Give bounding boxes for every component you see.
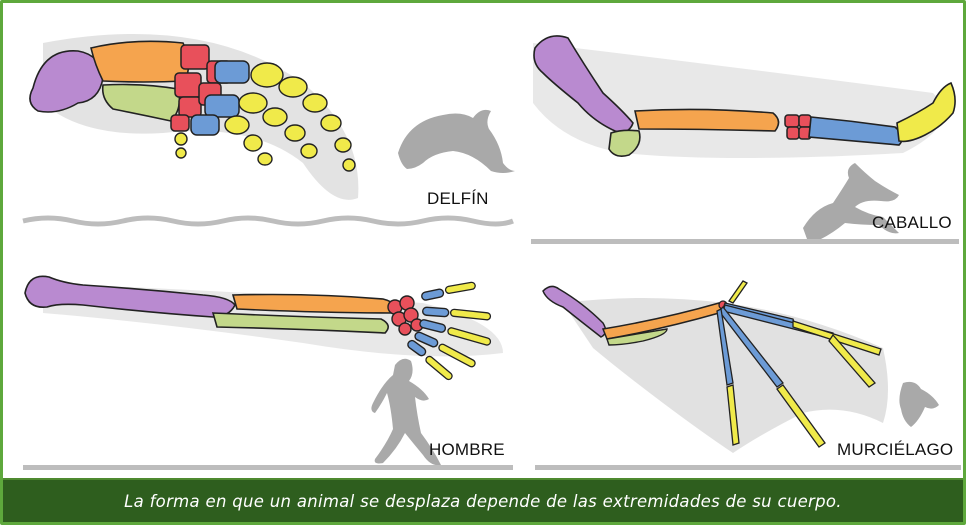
limb-comparison-illustration [3, 3, 963, 480]
human-ground-line [23, 465, 513, 470]
bat-ground-line [535, 465, 961, 470]
horse-carpals [785, 115, 811, 139]
wave-line [23, 218, 513, 224]
human-label: HOMBRE [429, 440, 505, 460]
dolphin-label: DELFÍN [427, 189, 489, 209]
caption-text: La forma en que un animal se desplaza de… [124, 492, 842, 511]
dolphin-silhouette [398, 110, 515, 173]
bat-silhouette [899, 382, 939, 427]
horse-radius [635, 109, 779, 131]
bat-label: MURCIÉLAGO [837, 440, 953, 460]
horse-ground-line [531, 239, 959, 244]
human-radius [233, 295, 395, 314]
caption-bar: La forma en que un animal se desplaza de… [3, 478, 963, 522]
dolphin-radius [91, 41, 189, 82]
horse-label: CABALLO [872, 213, 952, 233]
